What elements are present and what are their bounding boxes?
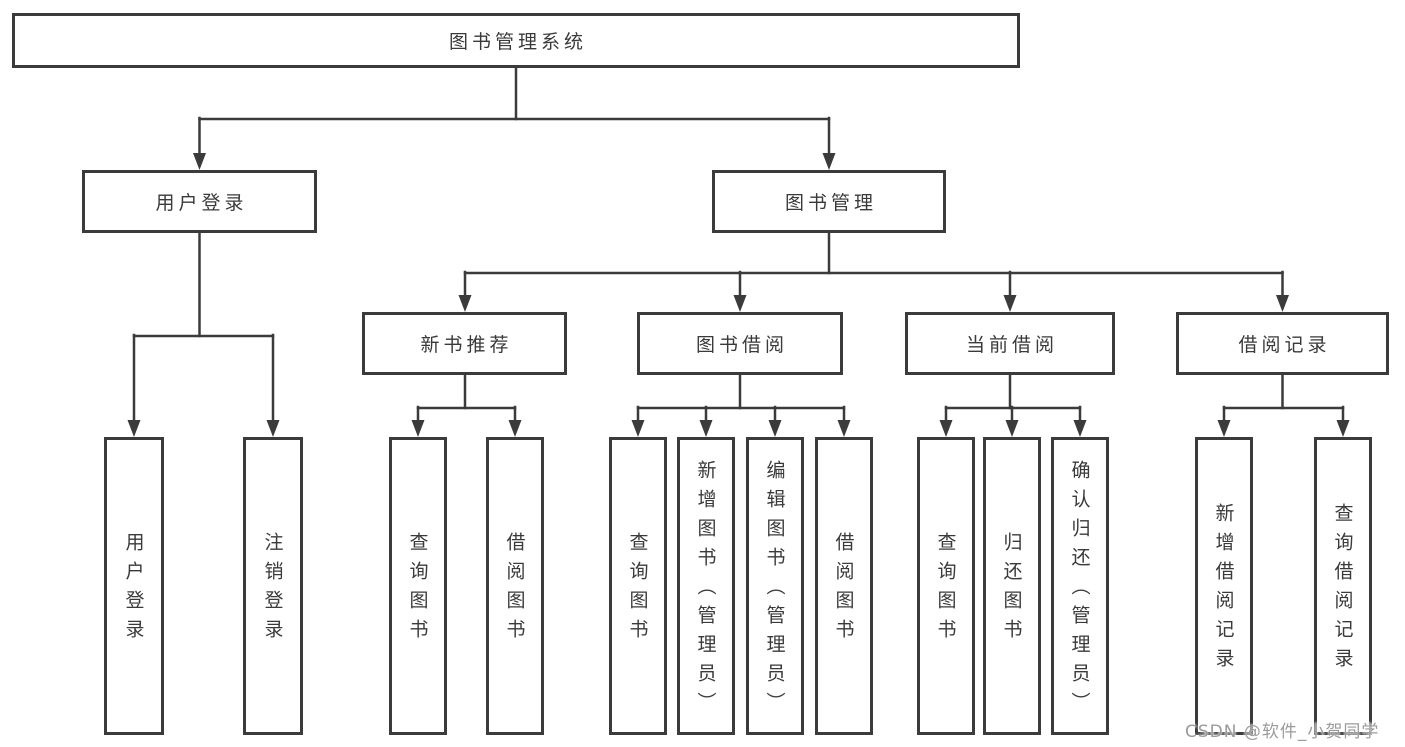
node-label: 用户登录	[155, 192, 248, 214]
node-label: 当前借阅	[965, 334, 1058, 356]
leaf-borrow-books: 借阅图书	[815, 437, 873, 735]
node-label: 图书管理系统	[448, 31, 587, 53]
node-label: 注销登录	[261, 532, 284, 648]
leaf-logout: 注销登录	[243, 437, 303, 735]
csdn-watermark: CSDN @软件_小贺同学	[1185, 722, 1380, 742]
node-label: 编辑图书（管理员）	[763, 459, 786, 721]
node-label: 新增借阅记录	[1212, 503, 1235, 677]
node-label: 归还图书	[1000, 532, 1023, 648]
leaf-borrow-books-recommend: 借阅图书	[486, 437, 544, 735]
node-label: 图书管理	[784, 192, 877, 214]
node-label: 查询借阅记录	[1331, 503, 1354, 677]
node-label: 查询图书	[626, 532, 649, 648]
node-label: 查询图书	[406, 532, 429, 648]
leaf-add-books-admin: 新增图书（管理员）	[677, 437, 735, 735]
node-current-borrow: 当前借阅	[905, 312, 1115, 375]
node-label: 借阅图书	[832, 532, 855, 648]
leaf-return-books: 归还图书	[983, 437, 1041, 735]
node-label: 借阅记录	[1238, 334, 1331, 356]
node-borrow-records: 借阅记录	[1176, 312, 1389, 375]
leaf-confirm-return-admin: 确认归还（管理员）	[1051, 437, 1109, 735]
node-label: 确认归还（管理员）	[1068, 459, 1091, 721]
leaf-query-borrow-record: 查询借阅记录	[1314, 437, 1372, 735]
node-label: 图书借阅	[695, 334, 788, 356]
leaf-query-books: 查询图书	[609, 437, 667, 735]
node-label: 借阅图书	[503, 532, 526, 648]
node-label: 新书推荐	[420, 334, 513, 356]
node-book-management: 图书管理	[712, 170, 946, 233]
node-label: 新增图书（管理员）	[694, 459, 717, 721]
leaf-edit-books-admin: 编辑图书（管理员）	[746, 437, 804, 735]
leaf-user-login: 用户登录	[104, 437, 164, 735]
node-new-book-recommend: 新书推荐	[362, 312, 567, 375]
node-root: 图书管理系统	[12, 13, 1020, 68]
node-user-login: 用户登录	[82, 170, 317, 233]
node-label: 用户登录	[122, 532, 145, 648]
node-label: 查询图书	[934, 532, 957, 648]
node-book-borrow: 图书借阅	[637, 312, 843, 375]
leaf-query-books-recommend: 查询图书	[389, 437, 447, 735]
leaf-query-books-current: 查询图书	[917, 437, 975, 735]
leaf-add-borrow-record: 新增借阅记录	[1195, 437, 1253, 735]
